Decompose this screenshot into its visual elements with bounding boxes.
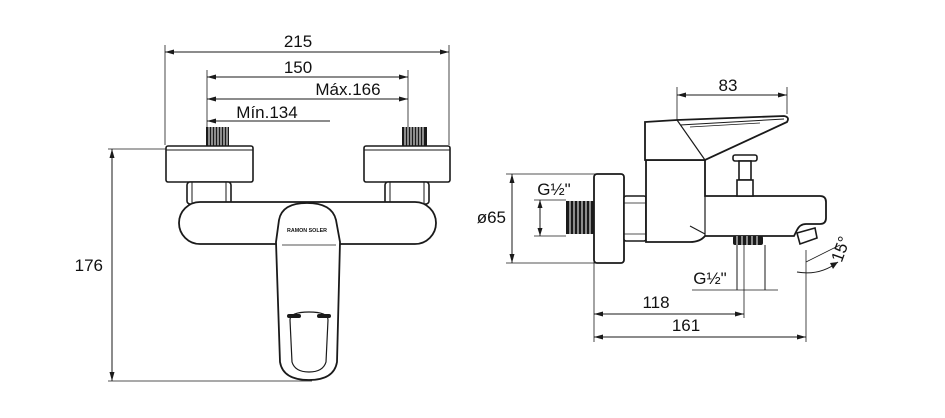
front-dimension-lines (111, 51, 449, 381)
side-body (645, 159, 827, 243)
side-lever (644, 115, 789, 161)
left-flange (165, 145, 254, 183)
dim-spout-angle-label: 15° (828, 234, 855, 265)
spout-aerator (796, 226, 818, 246)
wall-flange (593, 173, 625, 264)
dim-overall-width-label: 215 (284, 32, 312, 51)
dim-spout-reach-label: 161 (672, 316, 700, 335)
diverter-knob (732, 154, 758, 197)
front-extension-lines (108, 45, 450, 382)
dim-inlet-thread-label: G½" (537, 180, 570, 199)
dim-outlet-offset-label: 118 (642, 293, 669, 312)
left-nut (186, 181, 232, 205)
lever-handle (275, 202, 341, 381)
right-flange (363, 145, 451, 183)
side-dimension-arrows (509, 92, 838, 340)
side-view (506, 87, 841, 342)
dim-depth-label: 83 (719, 76, 738, 95)
right-inlet-thread (402, 127, 427, 146)
side-dimension-lines (511, 94, 841, 338)
side-extension-lines (506, 87, 807, 342)
dim-height-label: 176 (75, 256, 103, 275)
front-view (108, 45, 451, 382)
dim-center-distance-label: 150 (284, 58, 312, 77)
front-dimension-arrows (109, 49, 449, 381)
right-nut (384, 181, 430, 205)
brand-mark: RAMON SOLER (287, 228, 327, 234)
dim-outlet-thread-label: G½" (693, 269, 726, 288)
side-inlet-thread (566, 201, 594, 234)
left-inlet-thread (206, 127, 229, 146)
side-outlet-thread (733, 236, 763, 245)
dim-max-label: Máx.166 (315, 80, 380, 99)
dim-min-label: Mín.134 (236, 103, 297, 122)
dim-diameter-label: ø65 (477, 208, 506, 227)
